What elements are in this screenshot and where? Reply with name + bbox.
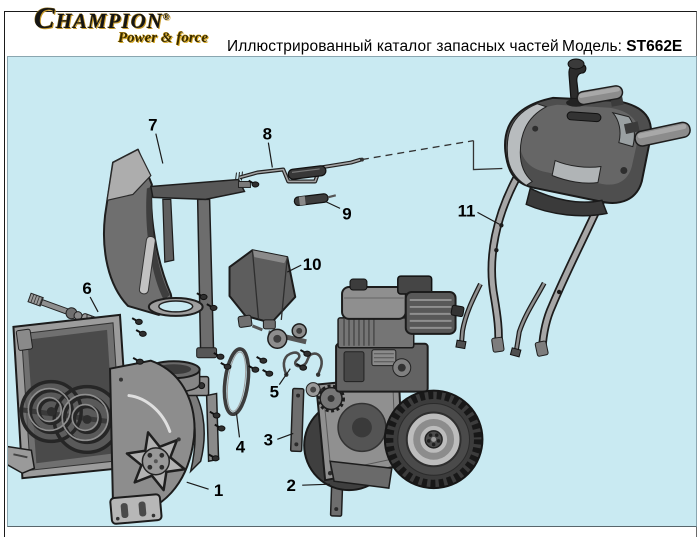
belt-cover-part	[228, 249, 297, 330]
auger-housing-part	[8, 313, 220, 525]
diagram-area: 1 2 3 4 5 6 7 8 9 10 11	[7, 56, 697, 527]
part-callout-4: 4	[236, 437, 246, 456]
chute-part	[102, 148, 260, 359]
model-value: ST662E	[626, 38, 683, 55]
engine-assembly	[303, 275, 484, 492]
part-callout-10: 10	[303, 255, 322, 274]
part-callout-9: 9	[342, 204, 351, 223]
control-rod-part	[235, 157, 364, 184]
callout-leader-lines	[89, 133, 500, 490]
brand-tagline: Power & force	[118, 30, 208, 46]
model-label: Модель:	[562, 38, 622, 55]
part-callout-5: 5	[270, 383, 279, 402]
reference-line	[361, 140, 503, 171]
pulley-bracket-part	[251, 323, 307, 350]
model-info: Модель: ST662E	[562, 38, 682, 56]
exploded-view-illustration: 1 2 3 4 5 6 7 8 9 10 11	[8, 58, 691, 525]
part-callout-11: 11	[458, 201, 476, 220]
part-callout-1: 1	[214, 481, 223, 500]
brand-initial: C	[34, 0, 56, 35]
handle-assembly-part	[455, 58, 691, 358]
frame-bar-3-part	[289, 387, 305, 453]
champion-logo: CHAMPION® Power & force	[34, 2, 210, 46]
chute-ring-part	[147, 296, 204, 317]
part-callout-2: 2	[287, 476, 296, 495]
registered-mark: ®	[163, 12, 170, 22]
brand-rest: HAMPION	[55, 9, 164, 33]
page-title: Иллюстрированный каталог запасных частей	[227, 38, 559, 55]
brand-name: CHAMPION®	[34, 2, 210, 33]
part-callout-6: 6	[82, 279, 91, 298]
part-callout-3: 3	[264, 430, 273, 449]
part-callout-8: 8	[263, 125, 272, 144]
v-belt-part	[222, 347, 251, 417]
grip-sleeve-part	[293, 193, 337, 207]
part-callout-7: 7	[148, 116, 157, 135]
